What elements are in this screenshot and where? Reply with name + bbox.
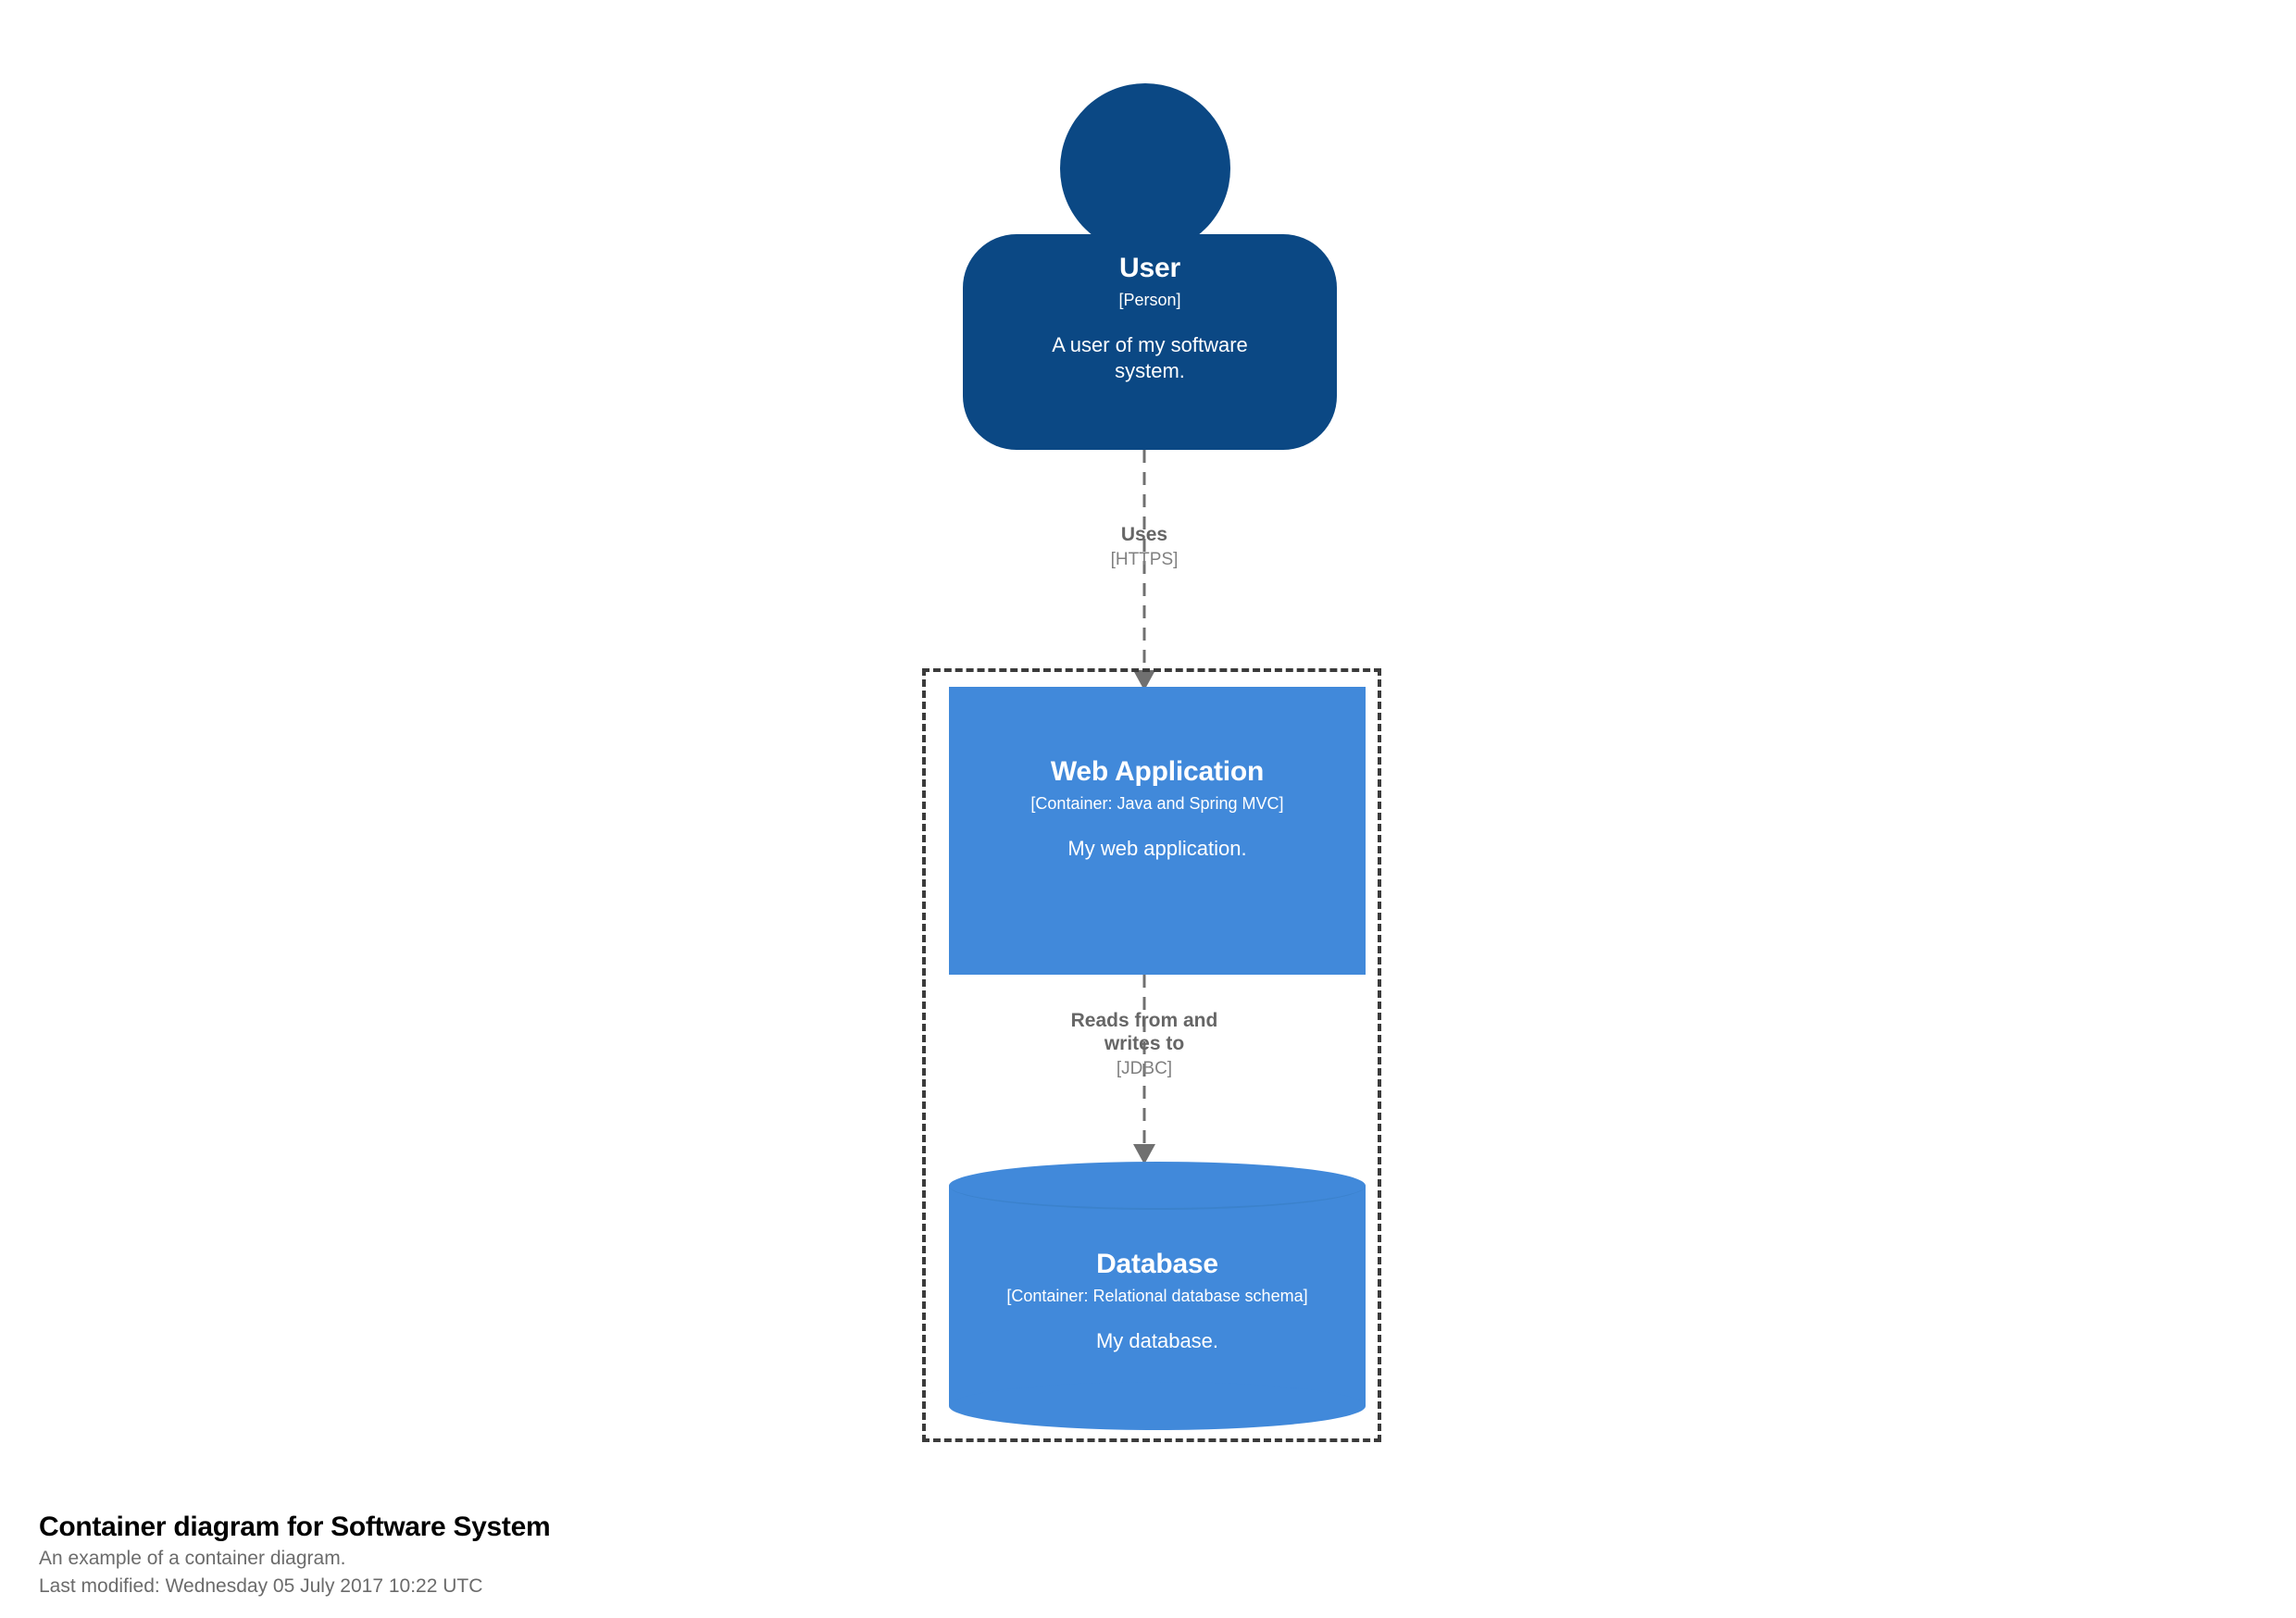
- relationship-line-2: [1133, 975, 1155, 1164]
- relationship-description-1: Uses: [1120, 524, 1168, 545]
- arrowhead-icon: [1133, 670, 1155, 691]
- relationship-line-1: [1133, 450, 1155, 691]
- node-user-tech: [Person]: [1118, 290, 1181, 309]
- diagram-caption: Container diagram for Software System An…: [39, 1509, 1150, 1600]
- node-user-name: User: [1119, 253, 1180, 283]
- node-user[interactable]: User [Person] A user of my software syst…: [963, 83, 1337, 450]
- relationship-description-2: Reads from and writes to: [1070, 1010, 1218, 1054]
- node-user-text: User [Person] A user of my software syst…: [963, 234, 1337, 450]
- person-body-shape: [963, 234, 1337, 450]
- cylinder-top-ellipse: [949, 1162, 1366, 1210]
- relationship-user-uses-web-application[interactable]: Uses [HTTPS]: [1111, 450, 1178, 691]
- person-head-icon: [1060, 83, 1230, 254]
- arrowhead-icon: [1133, 1144, 1155, 1164]
- node-user-description: A user of my software system.: [1052, 333, 1248, 383]
- relationship-technology-2: [JDBC]: [1116, 1058, 1173, 1078]
- node-database-description: My database.: [1095, 1329, 1219, 1353]
- caption-subtitle: An example of a container diagram.: [39, 1548, 346, 1569]
- caption-last-modified: Last modified: Wednesday 05 July 2017 10…: [39, 1574, 483, 1597]
- node-web-application-description: My web application.: [1067, 837, 1247, 861]
- node-web-application-name: Web Application: [1050, 756, 1265, 787]
- node-database[interactable]: Database [Container: Relational database…: [949, 1162, 1366, 1430]
- node-database-tech: [Container: Relational database schema]: [1006, 1286, 1308, 1305]
- relationship-label-2: Reads from and writes to [JDBC]: [987, 1010, 1302, 1079]
- cylinder-body-shape: [949, 1186, 1366, 1406]
- software-system-boundary: [922, 668, 1381, 1442]
- relationship-web-application-to-database[interactable]: Reads from and writes to [JDBC]: [1071, 975, 1217, 1164]
- node-database-name: Database: [1096, 1249, 1218, 1279]
- node-database-text: Database [Container: Relational database…: [949, 1210, 1366, 1354]
- relationship-label-1: Uses [HTTPS]: [1005, 524, 1283, 570]
- node-web-application-tech: [Container: Java and Spring MVC]: [1030, 793, 1284, 813]
- cylinder-bottom-ellipse: [949, 1382, 1366, 1430]
- node-web-application[interactable]: Web Application [Container: Java and Spr…: [949, 687, 1366, 975]
- caption-title: Container diagram for Software System: [39, 1512, 551, 1542]
- relationship-technology-1: [HTTPS]: [1110, 549, 1179, 569]
